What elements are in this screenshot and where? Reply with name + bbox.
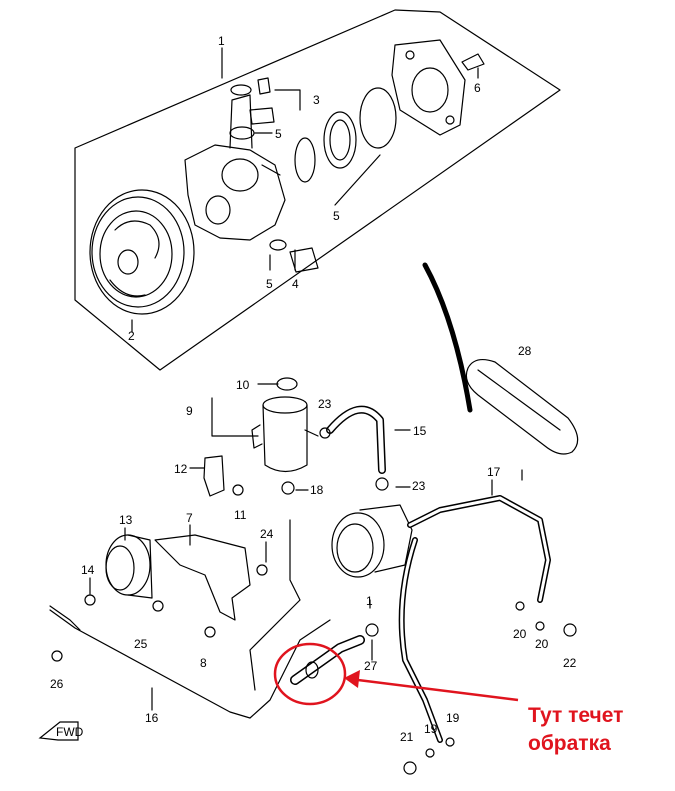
clamp-23a [319,427,331,439]
callout-4: 4 [292,277,299,291]
callout-13: 13 [119,513,133,527]
callout-5b: 5 [266,277,273,291]
callout-15: 15 [413,424,427,438]
return-line [249,519,301,691]
callout-21: 21 [400,730,414,744]
callout-24: 24 [260,527,274,541]
pump-assembly-part [331,504,413,578]
bolt-22 [563,623,577,637]
leak-pointer-arrow [349,677,519,702]
seal-ring-b [323,111,357,169]
exploded-view-frame [74,9,561,371]
leak-note: Тут течет обратка [528,702,668,758]
bolt-14 [84,594,96,606]
callout-20b: 20 [535,637,549,651]
callout-5c: 5 [333,209,340,223]
callout-8: 8 [200,656,207,670]
callout-3: 3 [313,93,320,107]
bracket-7-part [154,534,251,621]
o-ring-large [359,87,397,149]
idler-pulley-part [105,534,153,599]
bolt-26 [51,650,63,662]
callout-19a: 19 [424,722,438,736]
callout-26: 26 [50,677,64,691]
callout-1: 1 [218,34,225,48]
callout-23b: 23 [412,479,426,493]
callout-5a: 5 [275,127,282,141]
switch-4-part [289,247,319,273]
leak-note-line2: обратка [528,732,611,755]
washer-20a [515,601,525,611]
seal-ring-a [294,137,316,183]
rear-cover-part [391,39,466,136]
callout-10: 10 [236,378,250,392]
clamp-27 [365,623,379,637]
bolt-21 [403,761,417,775]
pulley-part [89,189,195,315]
bolt-24 [256,564,268,576]
callout-19b: 19 [446,711,460,725]
drive-belt-part [465,358,579,455]
bracket-12-part [203,455,225,497]
bolt-3-part [257,77,271,95]
bolt-8 [204,626,216,638]
callout-22: 22 [563,656,577,670]
callout-16: 16 [145,711,159,725]
callout-2: 2 [128,329,135,343]
leak-note-line1: Тут течет [528,704,624,727]
leak-highlight-circle [273,642,347,706]
pump-body-part [184,84,286,241]
clamp-23b [375,477,389,491]
callout-1b: 1 [366,594,373,608]
callout-11: 11 [234,508,247,522]
callout-23a: 23 [318,397,332,411]
reservoir-part [251,377,319,473]
callout-17: 17 [487,465,501,479]
washer-19a [425,748,435,758]
belt-route-line [422,262,473,413]
callout-27: 27 [364,659,378,673]
front-arrow-icon: FWD [38,721,84,741]
callout-12: 12 [174,462,188,476]
callout-28: 28 [518,344,532,358]
callout-7: 7 [186,511,193,525]
front-arrow-label: FWD [56,725,84,739]
callout-14: 14 [81,563,95,577]
callout-9: 9 [186,404,193,418]
callout-labels: 1 2 3 4 5 5 5 6 7 8 9 10 11 12 13 14 15 … [50,34,577,744]
callout-18: 18 [310,483,324,497]
bolt-11 [232,484,244,496]
washer-19b [445,737,455,747]
callout-20a: 20 [513,627,527,641]
bolt-25 [152,600,164,612]
callout-6: 6 [474,81,481,95]
washer-20b [535,621,545,631]
pressure-line-16 [49,609,331,719]
clamp-18 [281,481,295,495]
o-ring-5-top [229,126,255,140]
callout-25: 25 [134,637,148,651]
bolt-6-part [461,53,485,71]
